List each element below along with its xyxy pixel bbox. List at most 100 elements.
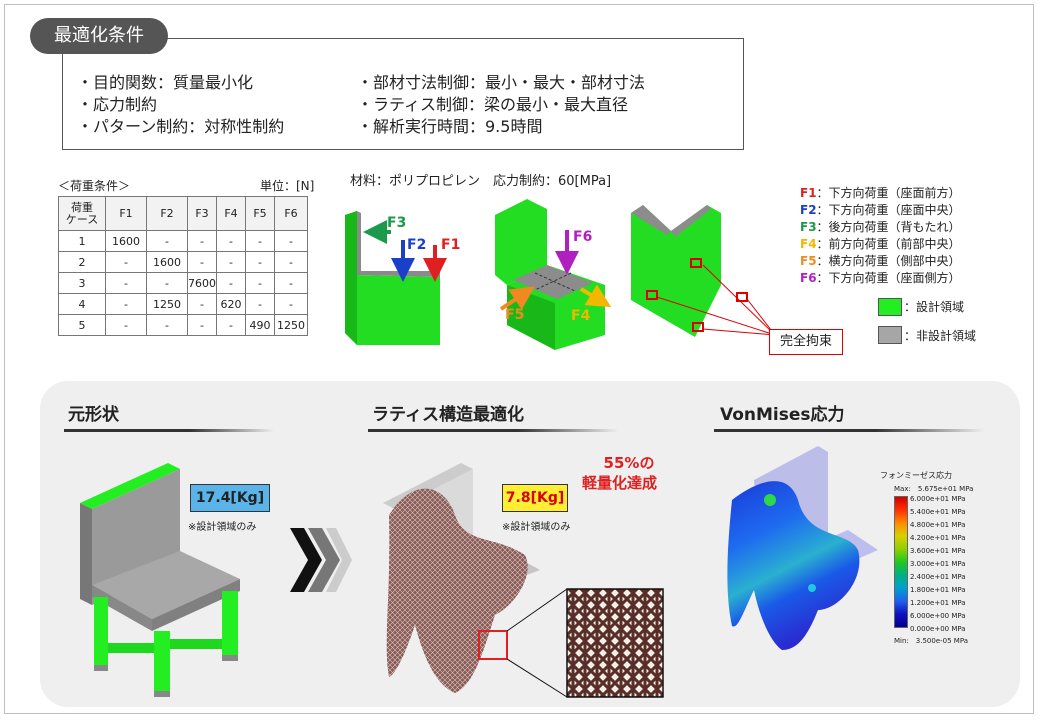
material-label: 材料：ポリプロピレン 応力制約：60[MPa] (350, 174, 612, 189)
fixed-pointer (702, 328, 776, 336)
table-cell: 3 (58, 272, 106, 294)
optimized-weight-tag: 7.8[Kg] (502, 484, 568, 512)
table-header: F5 (245, 196, 275, 231)
chair-bottom-view (631, 205, 748, 337)
table-cell: - (187, 293, 217, 315)
condition-lattice: ・ラティス制御：梁の最小・最大直径 (357, 95, 629, 114)
colorbar-tick: 3.000e+01 MPa (910, 560, 966, 568)
table-cell: 490 (245, 314, 275, 336)
chair-iso-view (495, 199, 605, 350)
table-cell: - (245, 293, 275, 315)
lattice-zoom-inset (566, 588, 664, 698)
condition-member-size: ・部材寸法制御：最小・最大・部材寸法 (357, 73, 646, 92)
table-cell: - (274, 293, 308, 315)
table-cell: - (216, 251, 246, 273)
colorbar-tick: 4.200e+01 MPa (910, 534, 966, 542)
condition-pattern: ・パターン制約：対称性制約 (77, 117, 285, 136)
table-cell: - (216, 314, 246, 336)
table-cell: - (187, 314, 217, 336)
table-header: 荷重 ケース (58, 196, 106, 231)
table-cell: 1250 (146, 293, 188, 315)
legend-f1: F1：下方向荷重（座面前方） (800, 186, 961, 200)
table-row: 3--7600--- (58, 272, 308, 294)
f4-label: F4 (571, 308, 591, 324)
table-cell: - (105, 293, 147, 315)
f2-label: F2 (407, 237, 426, 253)
table-cell: 1600 (146, 251, 188, 273)
colorbar-scale (894, 496, 908, 628)
original-chair-model (80, 463, 240, 697)
table-cell: - (146, 272, 188, 294)
stress-title: VonMises応力 (720, 405, 845, 425)
fixed-pointer (702, 264, 776, 336)
legend-f6: F6：下方向荷重（座面側方） (800, 271, 961, 285)
f1-label: F1 (441, 237, 460, 253)
table-header: F4 (216, 196, 246, 231)
table-cell: - (245, 230, 275, 252)
design-swatch (878, 298, 902, 316)
table-cell: - (274, 230, 308, 252)
colorbar-tick: 0.000e+00 MPa (910, 625, 966, 633)
colorbar-tick: 2.400e+01 MPa (910, 573, 966, 581)
fixed-constraint-label: 完全拘束 (769, 329, 843, 355)
table-cell: 1600 (105, 230, 147, 252)
f5-arrow (499, 286, 535, 311)
original-note: ※設計領域のみ (188, 522, 257, 533)
conditions-box: ・目的関数：質量最小化 ・応力制約 ・パターン制約：対称性制約 ・部材寸法制御：… (62, 38, 744, 150)
title-underline (714, 429, 984, 432)
lattice-title: ラティス構造最適化 (372, 405, 524, 425)
table-cell: - (216, 230, 246, 252)
legend-f4: F4：前方向荷重（前部中央） (800, 237, 961, 251)
table-row: 4-1250-620-- (58, 293, 308, 315)
table-cell: 2 (58, 251, 106, 273)
condition-runtime: ・解析実行時間：9.5時間 (357, 117, 543, 136)
colorbar-min: Min: 3.500e-05 MPa (894, 637, 969, 645)
table-cell: - (245, 251, 275, 273)
fixed-pointer (656, 296, 776, 336)
table-cell: - (274, 251, 308, 273)
table-cell: - (146, 230, 188, 252)
table-cell: - (187, 230, 217, 252)
table-row: 2-1600---- (58, 251, 308, 273)
f5-label: F5 (505, 307, 524, 323)
colorbar-tick: 4.800e+01 MPa (910, 521, 966, 529)
reduction-line2: 軽量化達成 (582, 474, 658, 492)
table-cell: 7600 (187, 272, 217, 294)
title-underline (368, 429, 618, 432)
table-header: F6 (274, 196, 308, 231)
colorbar-tick: 6.000e+00 MPa (910, 612, 966, 620)
design-region-label: ：設計領域 (904, 300, 965, 314)
table-cell: - (105, 314, 147, 336)
condition-objective: ・目的関数：質量最小化 (77, 73, 254, 92)
chair-side-view (345, 211, 440, 345)
table-cell: - (105, 272, 147, 294)
table-cell: - (146, 314, 188, 336)
load-case-illustration: F3 F2 F1 F6 F5 F4 (345, 199, 776, 350)
table-cell: 1250 (274, 314, 308, 336)
table-cell: - (187, 251, 217, 273)
colorbar-max: Max: 5.675e+01 MPa (894, 485, 974, 493)
von-mises-model (727, 446, 878, 650)
section-tab: 最適化条件 (30, 18, 168, 54)
progress-chevron-icon (290, 528, 352, 592)
table-cell: 4 (58, 293, 106, 315)
f6-label: F6 (573, 229, 592, 245)
f4-arrow (579, 284, 612, 308)
table-cell: - (245, 272, 275, 294)
non-design-region-label: ：非設計領域 (904, 329, 977, 343)
load-table-caption: ＜荷重条件＞ (58, 179, 131, 193)
colorbar-tick: 6.000e+01 MPa (910, 495, 966, 503)
title-underline (64, 429, 274, 432)
reduction-line1: 55%の (603, 454, 655, 472)
table-header: F2 (146, 196, 188, 231)
colorbar-tick: 3.600e+01 MPa (910, 547, 966, 555)
colorbar-tick: 5.400e+01 MPa (910, 508, 966, 516)
original-weight-tag: 17.4[Kg] (190, 484, 270, 512)
load-table-unit: 単位：[N] (260, 179, 315, 193)
table-cell: - (105, 251, 147, 273)
f3-label: F3 (387, 215, 406, 231)
legend-f2: F2：下方向荷重（座面中央） (800, 203, 961, 217)
